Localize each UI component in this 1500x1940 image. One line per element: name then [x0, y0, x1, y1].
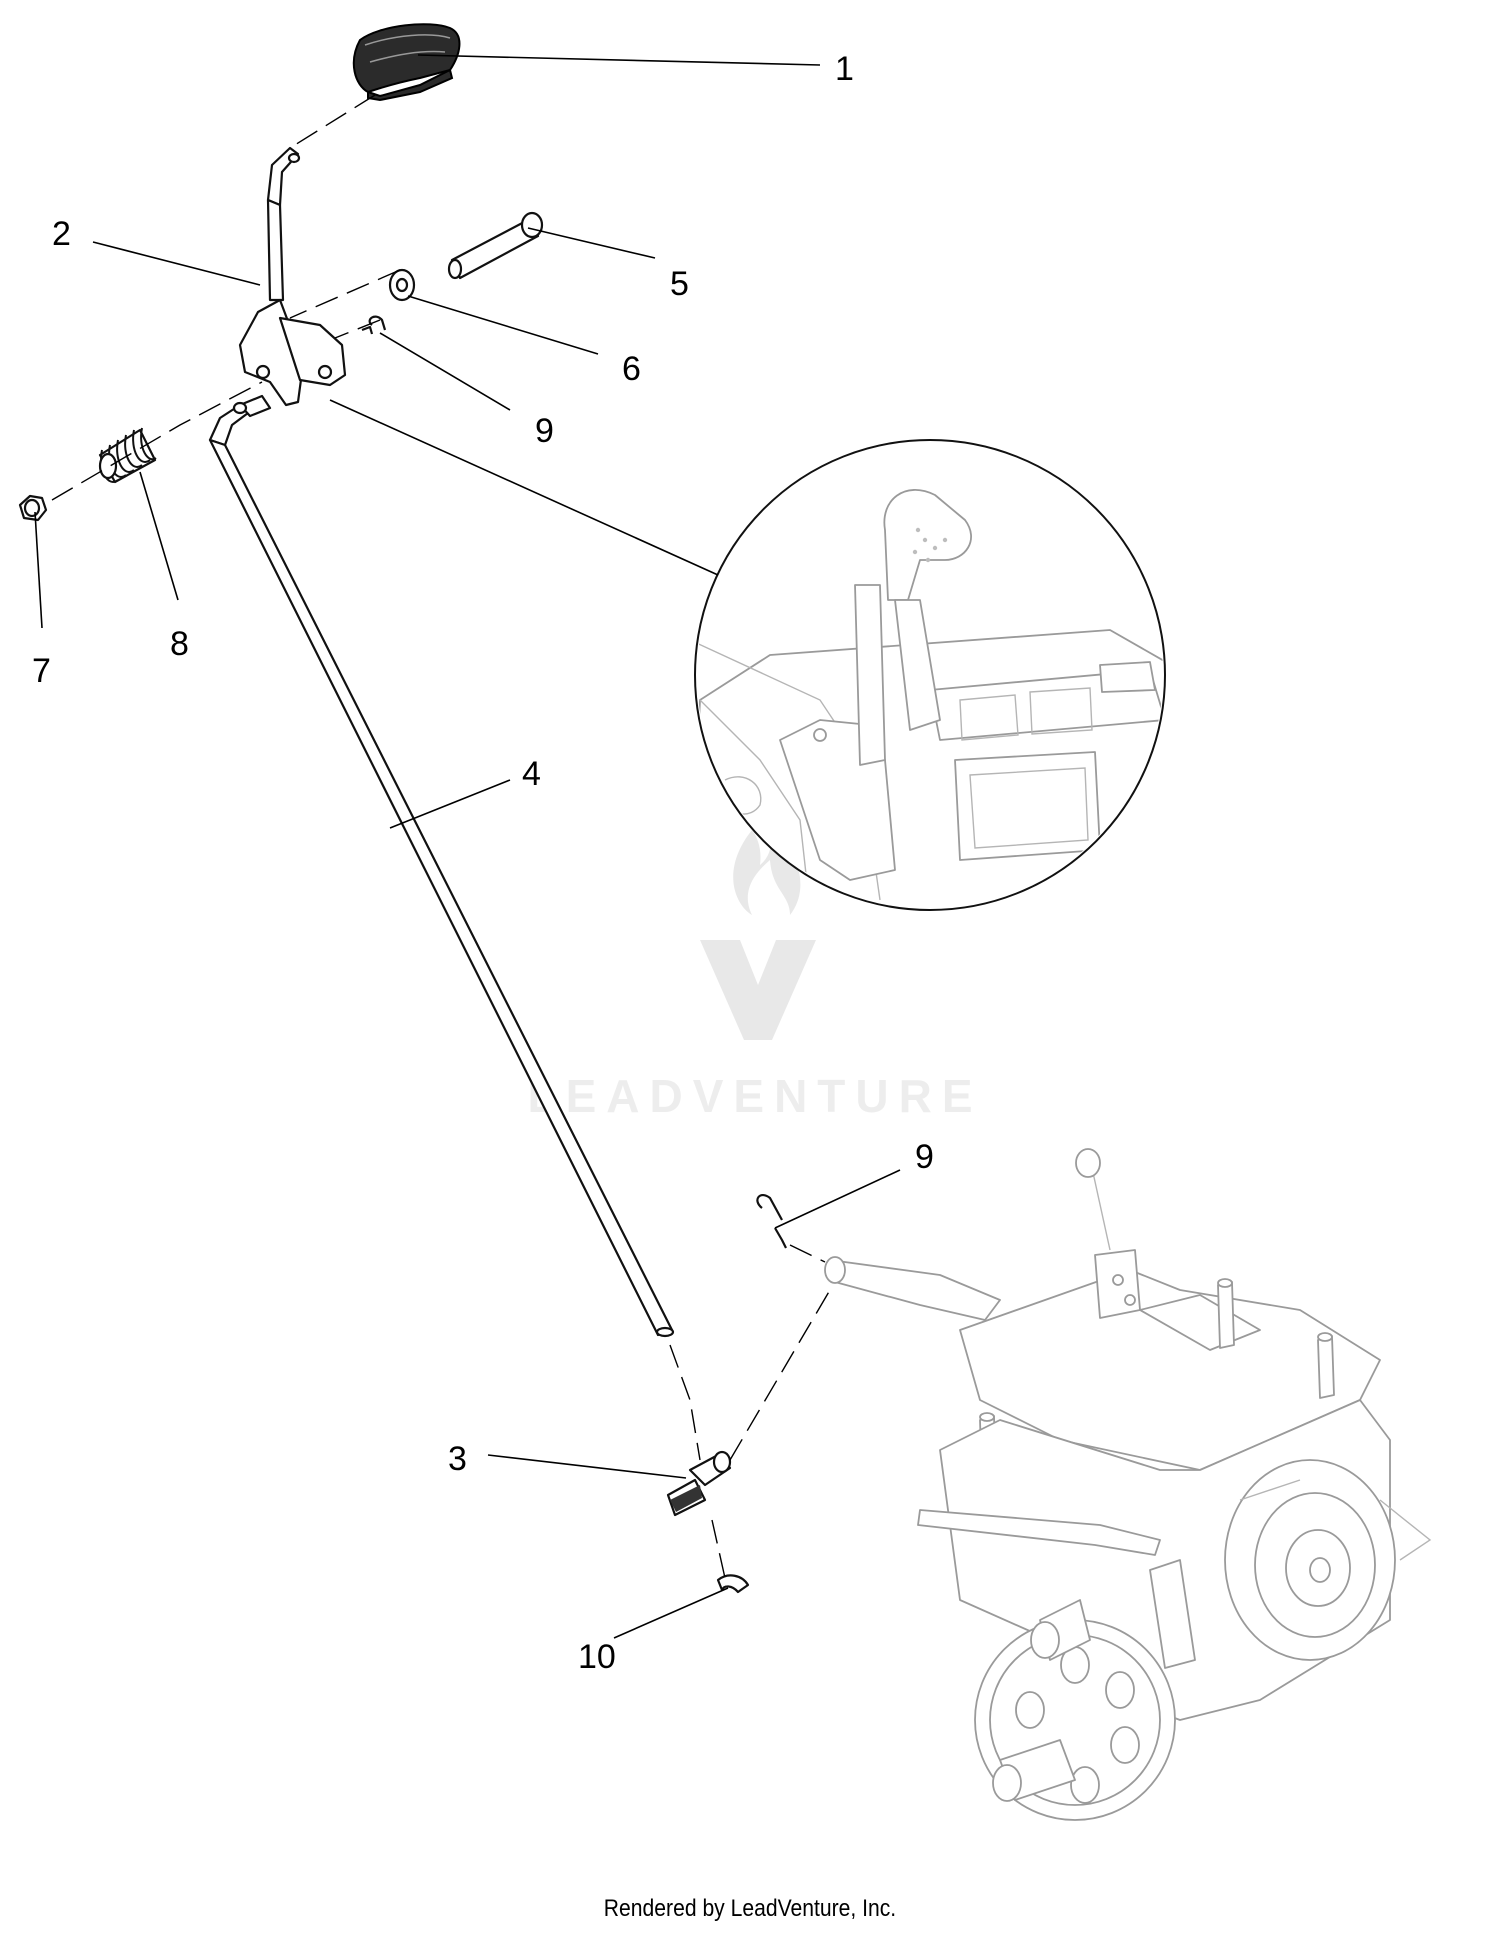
part-1-shift-knob [352, 23, 461, 102]
callout-3: 3 [448, 1440, 467, 1478]
callout-7: 7 [32, 652, 51, 690]
assembly-center-lines [51, 94, 831, 1579]
part-9-cotter-pin-lower [756, 1193, 787, 1249]
part-5-clevis-pin [447, 211, 544, 280]
callout-8: 8 [170, 625, 189, 663]
detail-view-circle [694, 439, 1166, 911]
footer-credit: Rendered by LeadVenture, Inc. [603, 1895, 897, 1922]
callout-9-lower: 9 [915, 1138, 934, 1176]
callout-10: 10 [578, 1638, 616, 1676]
callout-4: 4 [522, 755, 541, 793]
transmission-assembly [824, 1148, 1432, 1821]
detail-leader-line [329, 399, 719, 576]
part-4-shift-rod [208, 394, 675, 1338]
callout-2: 2 [52, 215, 71, 253]
watermark-brand-text: LEADVENTURE [527, 1070, 982, 1122]
part-2-shift-lever [238, 146, 347, 407]
callout-labels: 1 2 3 4 5 6 7 8 9 9 10 [32, 50, 934, 1676]
leadventure-watermark: LEADVENTURE [527, 830, 982, 1122]
part-7-hex-nut [18, 494, 48, 522]
part-6-washer [388, 268, 416, 302]
callout-leader-lines [34, 54, 901, 1639]
part-10-retaining-clip [716, 1574, 750, 1594]
part-3-ferrule [666, 1450, 732, 1517]
callout-9-upper: 9 [535, 412, 554, 450]
callout-5: 5 [670, 265, 689, 303]
callout-1: 1 [835, 50, 854, 88]
v-logo [700, 940, 816, 1040]
callout-6: 6 [622, 350, 641, 388]
